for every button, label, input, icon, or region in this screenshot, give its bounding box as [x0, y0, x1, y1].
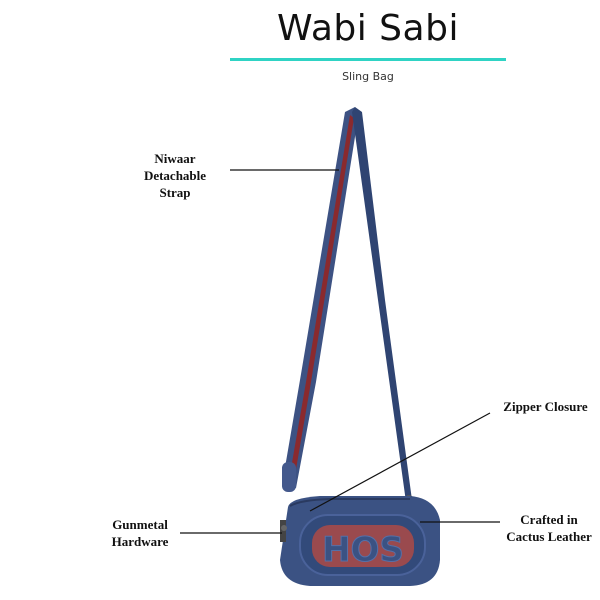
callout-zipper: Zipper Closure: [503, 399, 588, 414]
product-title: Wabi Sabi: [277, 8, 459, 49]
monogram-text: HOS: [322, 530, 404, 570]
bag-body: HOS: [280, 496, 440, 586]
title-underline: [230, 58, 506, 61]
callout-hardware: Gunmetal Hardware: [111, 517, 169, 549]
callout-strap: Niwaar Detachable Strap: [143, 151, 207, 200]
callout-material: Crafted in Cactus Leather: [506, 512, 592, 544]
callout-lines: [180, 169, 500, 534]
product-subtitle: Sling Bag: [342, 70, 394, 83]
strap: [282, 107, 414, 505]
